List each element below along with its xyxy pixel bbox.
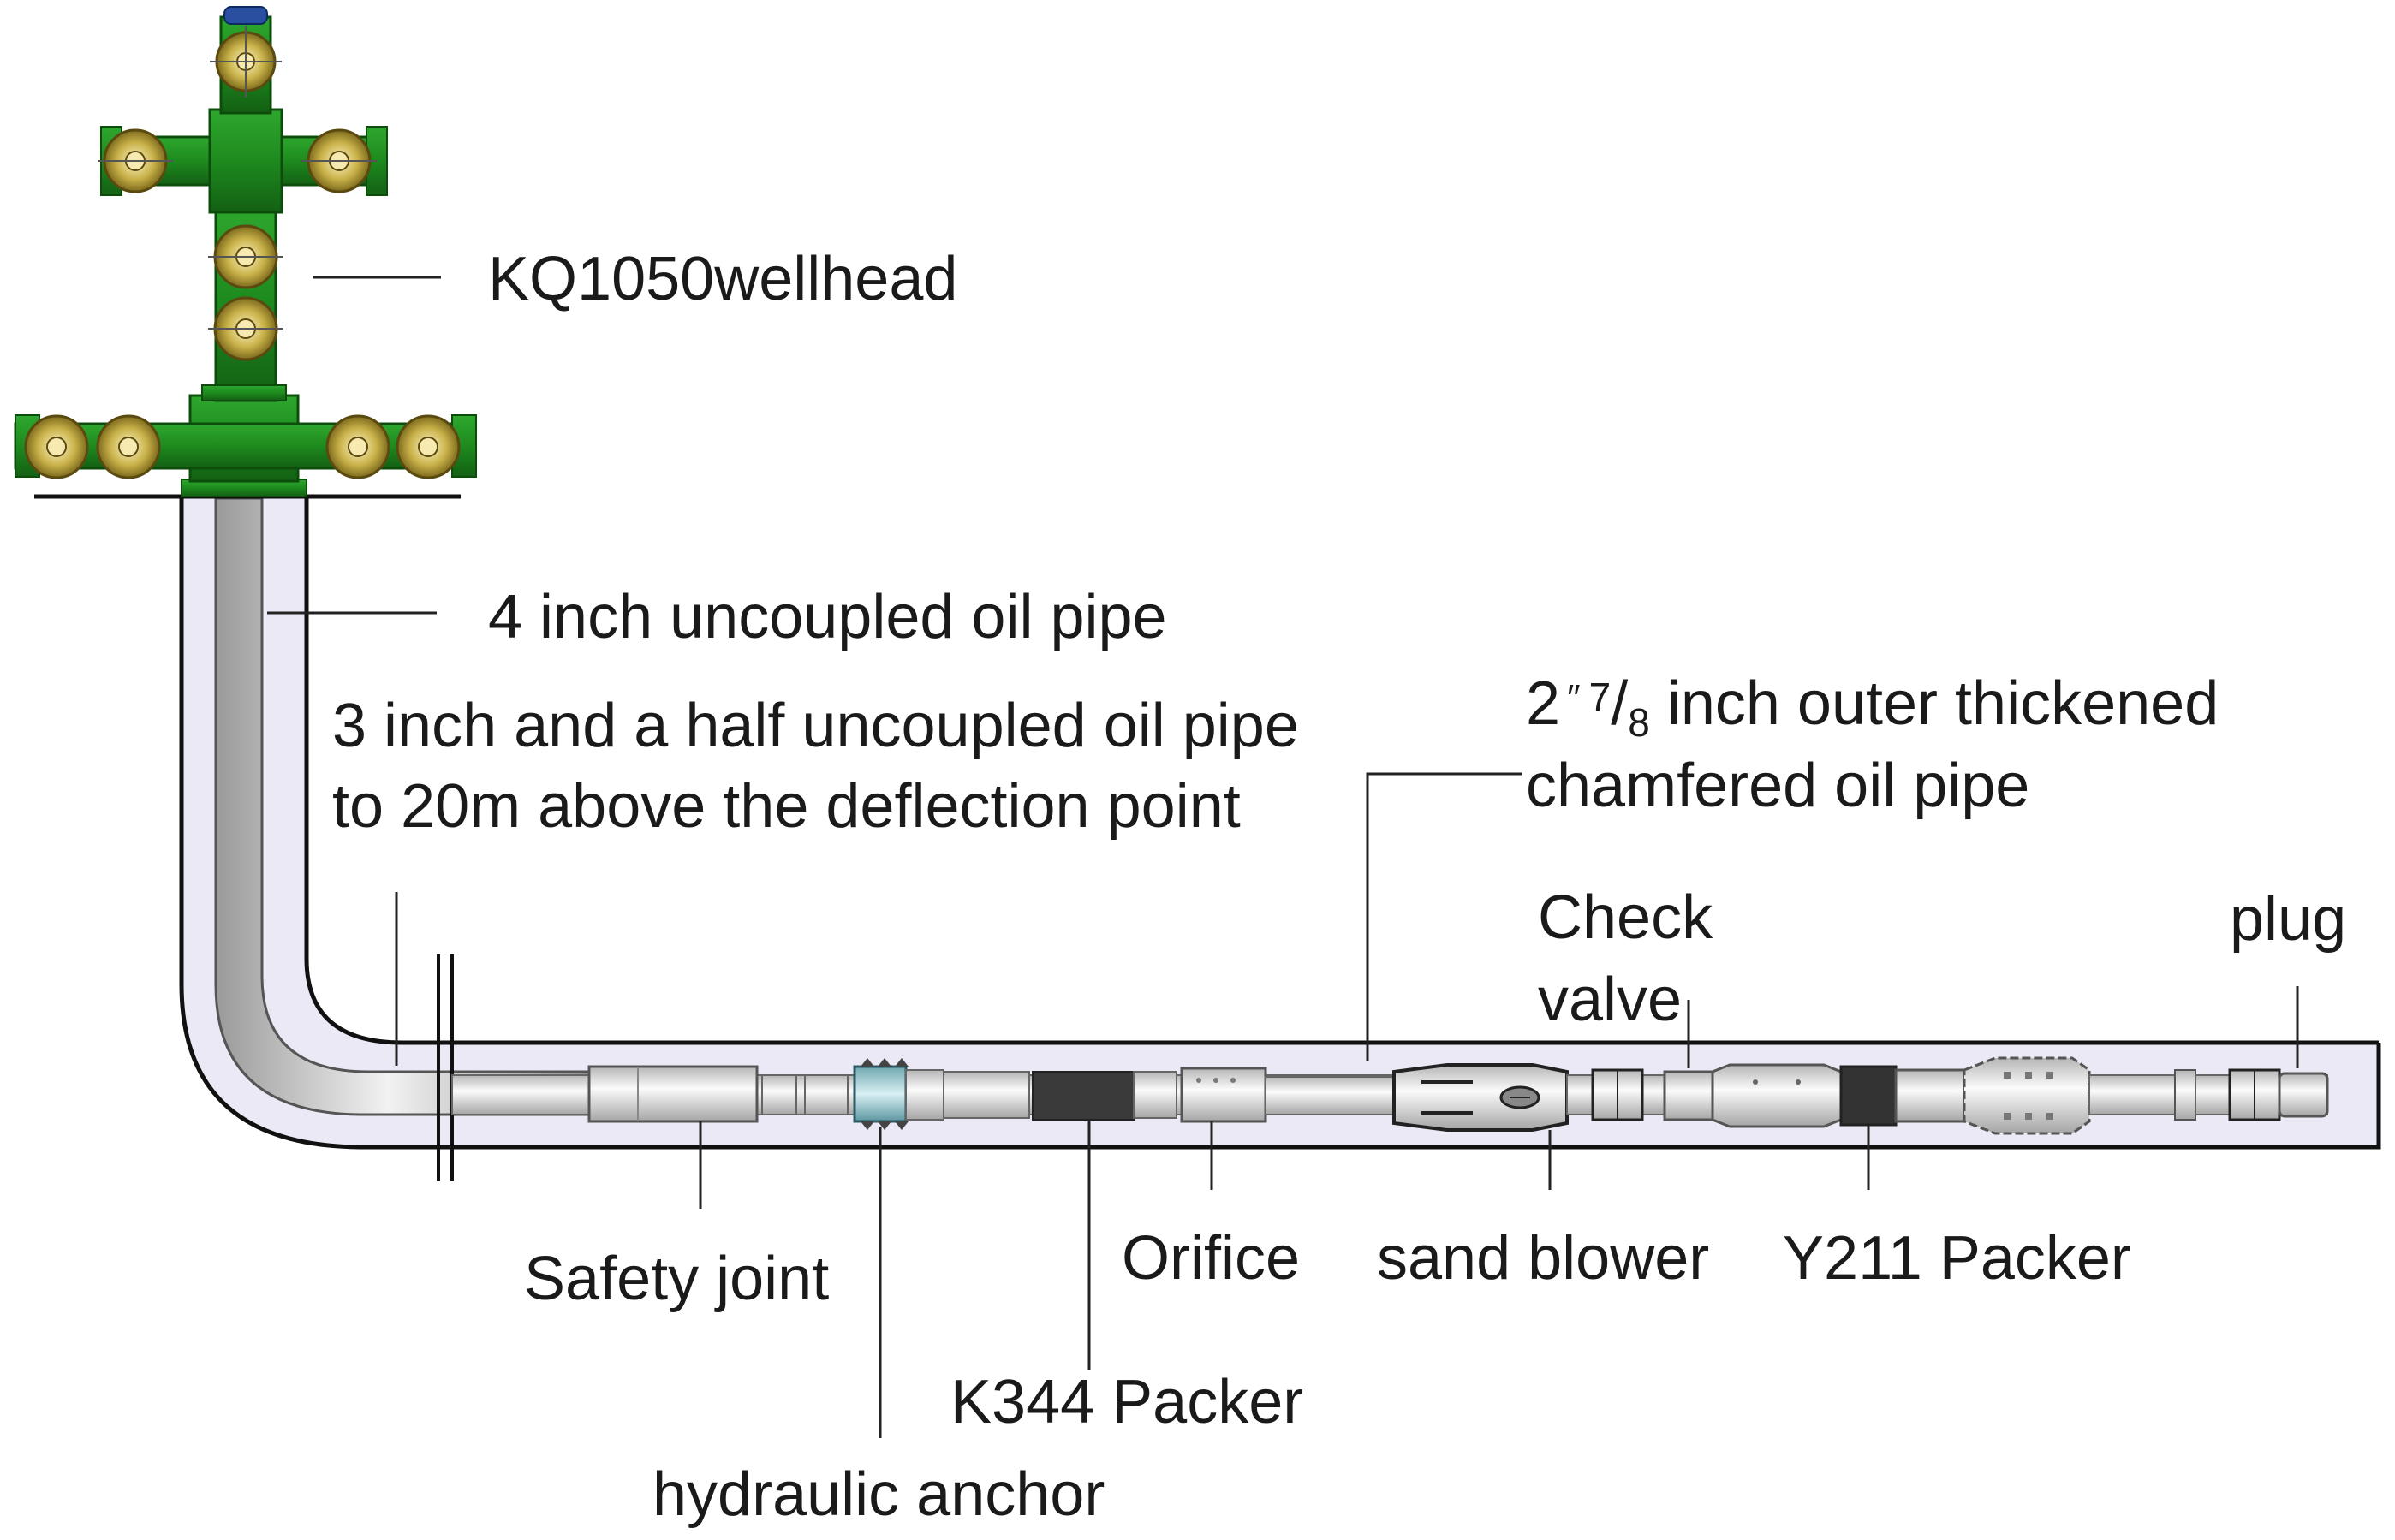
- leader-278-pipe: [1366, 772, 1522, 1061]
- label-278-pipe-line2: chamfered oil pipe: [1526, 752, 2029, 820]
- valve-handwheel-icon: [396, 414, 461, 479]
- safety-joint-body: [587, 1065, 759, 1123]
- valve-handwheel-icon: [96, 414, 161, 479]
- plug-body: [2278, 1072, 2329, 1118]
- label-278-prefix: 2: [1526, 669, 1560, 738]
- label-278-pipe-line1: 2″7/8 inch outer thickened: [1526, 669, 2219, 745]
- wellhead-assembly: [14, 6, 477, 499]
- label-plug: plug: [2230, 885, 2346, 954]
- label-check-valve-line2: valve: [1538, 966, 1682, 1034]
- valve-handwheel-icon: [210, 26, 282, 98]
- valve-handwheel-icon: [325, 414, 390, 479]
- check-valve-body: [1663, 1070, 1714, 1121]
- labels: KQ1050wellhead 4 inch uncoupled oil pipe…: [332, 245, 2346, 1529]
- label-3half-pipe-line1: 3 inch and a half uncoupled oil pipe: [332, 692, 1299, 760]
- valve-handwheel-icon: [98, 128, 173, 193]
- label-k344-packer: K344 Packer: [950, 1368, 1303, 1436]
- label-278-num: 7: [1589, 675, 1612, 719]
- label-check-valve-line1: Check: [1538, 883, 1713, 952]
- valve-handwheel-icon: [301, 128, 377, 193]
- hydraulic-anchor-body: [853, 1058, 909, 1130]
- slip-assembly: [1963, 1056, 2091, 1135]
- label-sand-blower: sand blower: [1377, 1224, 1709, 1293]
- label-4in-pipe: 4 inch uncoupled oil pipe: [488, 583, 1167, 651]
- k344-packer-element: [1032, 1071, 1135, 1121]
- valve-handwheel-icon: [24, 414, 89, 479]
- sand-blower-body: [1392, 1063, 1569, 1132]
- label-orifice: Orifice: [1122, 1224, 1300, 1293]
- y211-packer-element: [1839, 1065, 1898, 1127]
- label-3half-pipe-line2: to 20m above the deflection point: [332, 772, 1241, 841]
- label-278-rest: inch outer thickened: [1650, 669, 2219, 738]
- pipe-break-symbol: [437, 954, 454, 1181]
- label-wellhead: KQ1050wellhead: [488, 245, 957, 313]
- label-y211-packer: Y211 Packer: [1783, 1224, 2131, 1293]
- label-278-mark: ″: [1567, 677, 1581, 719]
- tool-string: [451, 1056, 2329, 1135]
- leader-lines: [267, 276, 2299, 1438]
- orifice-body: [1180, 1067, 1267, 1123]
- label-278-slash: /: [1611, 669, 1628, 738]
- label-safety-joint: Safety joint: [524, 1245, 829, 1313]
- valve-handwheel-icon: [208, 296, 283, 361]
- label-hydraulic-anchor: hydraulic anchor: [652, 1460, 1105, 1529]
- label-278-den: 8: [1628, 700, 1650, 745]
- valve-handwheel-icon: [208, 224, 283, 289]
